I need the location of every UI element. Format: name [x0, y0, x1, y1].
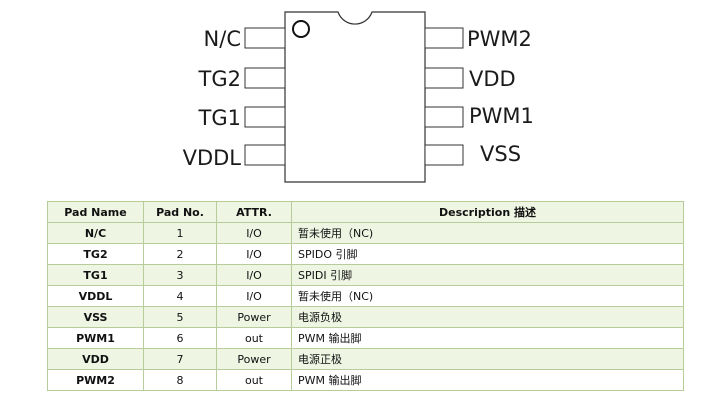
- pad-name-cell: PWM1: [47, 327, 144, 349]
- pin-label-tg1: TG1: [198, 106, 241, 130]
- pin-label-tg2: TG2: [198, 67, 241, 91]
- description-cell: 电源正极: [291, 348, 684, 370]
- ic-package-diagram: [244, 11, 464, 183]
- pad-no-cell: 7: [143, 348, 217, 370]
- header-description: Description 描述: [291, 201, 684, 223]
- ic-body: [284, 11, 426, 183]
- pin-label-vddl: VDDL: [182, 146, 241, 170]
- left-pin-4: [244, 144, 286, 166]
- right-pin-1: [424, 27, 464, 49]
- description-cell: SPIDO 引脚: [291, 243, 684, 265]
- table-row: PWM1 6 out PWM 输出脚: [47, 327, 684, 349]
- pad-no-cell: 4: [143, 285, 217, 307]
- pin1-marker-icon: [292, 20, 310, 38]
- pad-name-cell: TG1: [47, 264, 144, 286]
- attr-cell: out: [216, 369, 292, 391]
- table-row: VSS 5 Power 电源负极: [47, 306, 684, 328]
- pin-label-pwm2: PWM2: [467, 27, 532, 51]
- pad-no-cell: 3: [143, 264, 217, 286]
- pin-label-pwm1: PWM1: [469, 104, 534, 128]
- table-row: TG1 3 I/O SPIDI 引脚: [47, 264, 684, 286]
- attr-cell: I/O: [216, 222, 292, 244]
- table-header-row: Pad Name Pad No. ATTR. Description 描述: [47, 201, 684, 223]
- attr-cell: I/O: [216, 243, 292, 265]
- pad-no-cell: 1: [143, 222, 217, 244]
- pad-name-cell: TG2: [47, 243, 144, 265]
- pin-label-vdd: VDD: [469, 67, 516, 91]
- left-pin-3: [244, 106, 286, 128]
- left-pin-1: [244, 27, 286, 49]
- description-cell: PWM 输出脚: [291, 327, 684, 349]
- pad-no-cell: 2: [143, 243, 217, 265]
- pad-name-cell: N/C: [47, 222, 144, 244]
- table-row: TG2 2 I/O SPIDO 引脚: [47, 243, 684, 265]
- attr-cell: I/O: [216, 264, 292, 286]
- table-row: PWM2 8 out PWM 输出脚: [47, 369, 684, 391]
- description-cell: 电源负极: [291, 306, 684, 328]
- pad-name-cell: VDDL: [47, 285, 144, 307]
- attr-cell: I/O: [216, 285, 292, 307]
- right-pin-2: [424, 67, 464, 89]
- header-pad-name: Pad Name: [47, 201, 144, 223]
- pad-name-cell: PWM2: [47, 369, 144, 391]
- pad-description-table: Pad Name Pad No. ATTR. Description 描述 N/…: [47, 201, 684, 391]
- table-row: VDD 7 Power 电源正极: [47, 348, 684, 370]
- pad-no-cell: 8: [143, 369, 217, 391]
- pad-no-cell: 6: [143, 327, 217, 349]
- description-cell: 暂未使用（NC): [291, 285, 684, 307]
- pin-label-vss: VSS: [480, 142, 522, 166]
- right-pin-3: [424, 106, 464, 128]
- header-pad-no: Pad No.: [143, 201, 217, 223]
- description-cell: PWM 输出脚: [291, 369, 684, 391]
- left-pin-2: [244, 67, 286, 89]
- pin-label-nc: N/C: [203, 27, 241, 51]
- description-cell: 暂未使用（NC): [291, 222, 684, 244]
- description-cell: SPIDI 引脚: [291, 264, 684, 286]
- right-pin-4: [424, 144, 464, 166]
- attr-cell: Power: [216, 348, 292, 370]
- header-attr: ATTR.: [216, 201, 292, 223]
- table-row: VDDL 4 I/O 暂未使用（NC): [47, 285, 684, 307]
- table-row: N/C 1 I/O 暂未使用（NC): [47, 222, 684, 244]
- pad-name-cell: VSS: [47, 306, 144, 328]
- attr-cell: Power: [216, 306, 292, 328]
- attr-cell: out: [216, 327, 292, 349]
- pad-name-cell: VDD: [47, 348, 144, 370]
- pad-no-cell: 5: [143, 306, 217, 328]
